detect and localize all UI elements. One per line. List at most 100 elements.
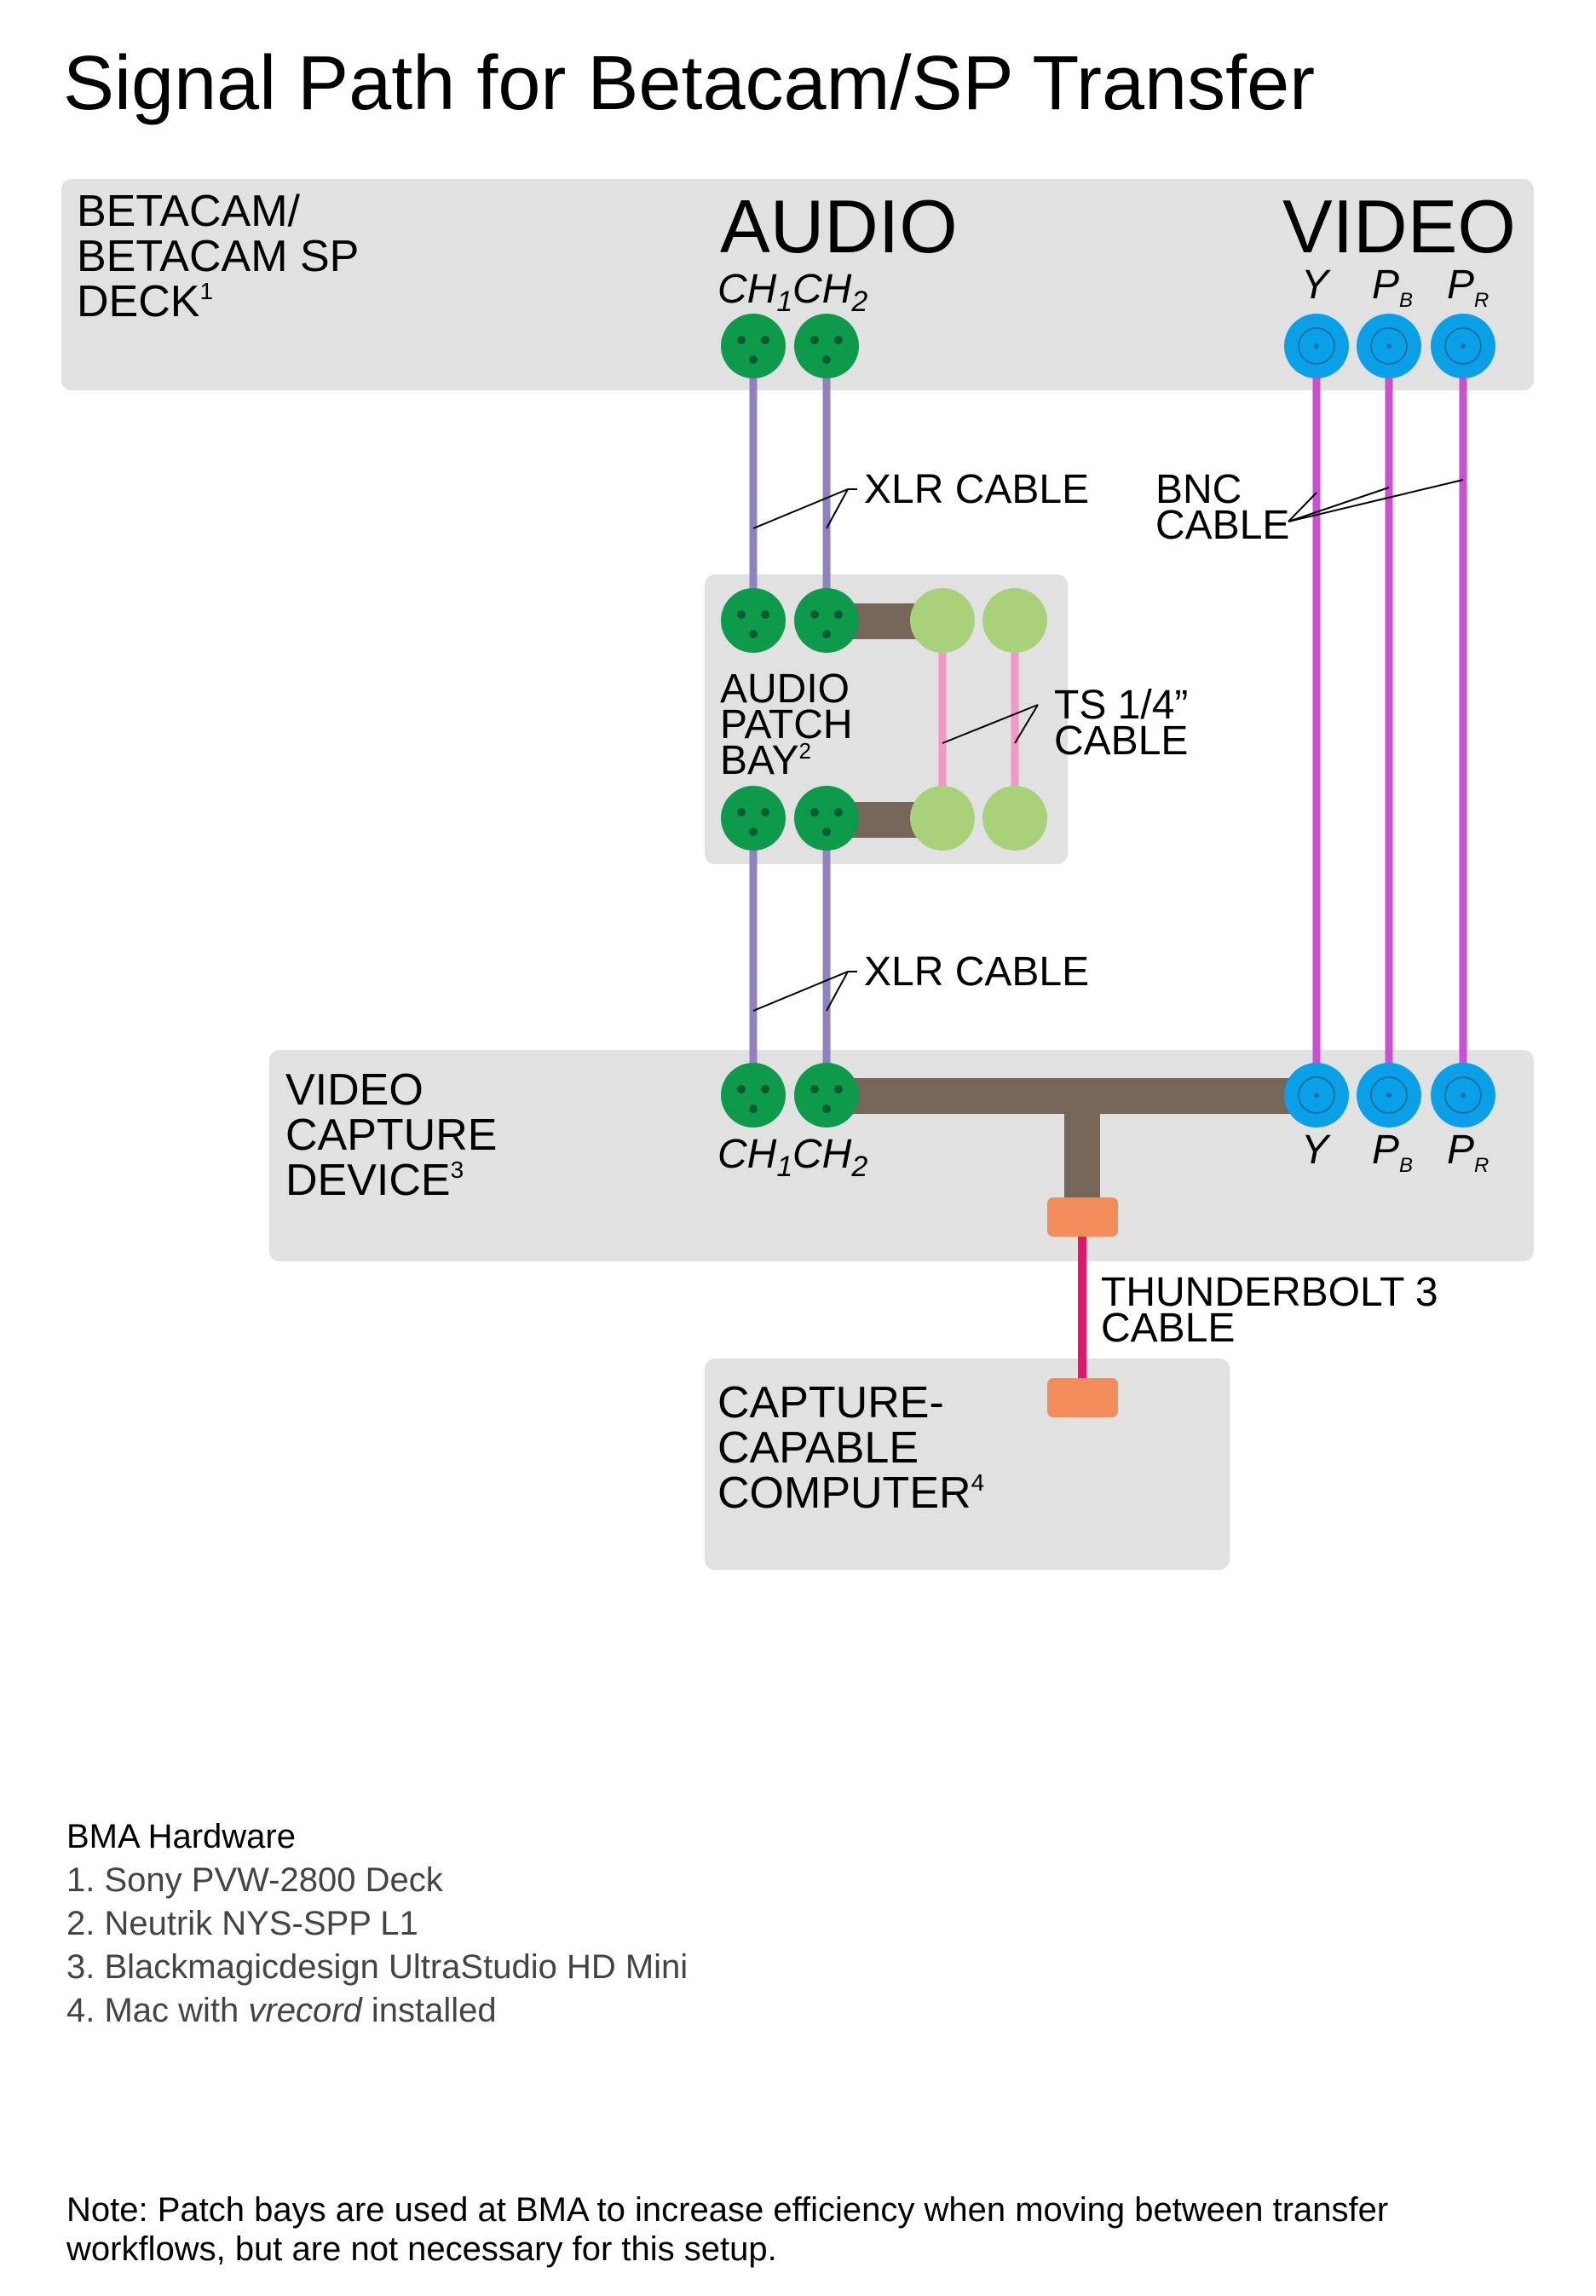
capture-ch1-sub: 1: [776, 1151, 792, 1183]
svg-text:CH1: CH1: [717, 267, 792, 318]
capture-pr-label: P: [1447, 1128, 1474, 1173]
connectors: [721, 314, 1495, 1128]
xlr-cable-label-top: XLR CABLE: [864, 467, 1089, 512]
capture-ch2-sub: 2: [850, 1151, 867, 1183]
svg-text:CH2: CH2: [792, 267, 867, 318]
bnc-connector-icon: [1284, 1063, 1349, 1128]
hardware-item-4-prefix: 4. Mac with: [66, 1992, 249, 2029]
ts-jack-icon: [982, 588, 1047, 653]
capture-pr-sub: R: [1474, 1154, 1489, 1177]
hardware-item-1: 1. Sony PVW-2800 Deck: [66, 1861, 443, 1899]
patch-bay-label-line-2: PATCH: [720, 702, 853, 747]
capture-label-line-1: VIDEO: [285, 1065, 423, 1115]
svg-text:PR: PR: [1447, 1128, 1489, 1177]
bnc-connector-icon: [1284, 314, 1349, 378]
deck-ch2-sub: 2: [850, 286, 867, 318]
capture-audio-channel-labels: CH1 CH2: [717, 1132, 867, 1183]
deck-panel: [61, 179, 1534, 390]
svg-text:PB: PB: [1372, 262, 1413, 312]
xlr-connector-icon: [794, 314, 859, 378]
capture-video-channel-labels: Y PB PR: [1301, 1128, 1489, 1177]
capture-ch1-label: CH: [717, 1132, 777, 1177]
svg-text:CH1: CH1: [717, 1132, 792, 1183]
ts-jack-icon: [910, 786, 975, 851]
bnc-cable-label-2: CABLE: [1155, 503, 1289, 548]
svg-text:BAY2: BAY2: [720, 738, 811, 783]
ts-cable-label-1: TS 1/4”: [1054, 683, 1188, 728]
svg-text:PB: PB: [1372, 1128, 1413, 1177]
xlr-connector-icon: [721, 314, 786, 378]
xlr-top-leader: [752, 488, 857, 529]
hardware-item-2: 2. Neutrik NYS-SPP L1: [66, 1905, 418, 1942]
cable-leader-lines: [752, 479, 1464, 1012]
thunderbolt-label-2: CABLE: [1101, 1306, 1235, 1351]
bnc-leader-3: [1288, 479, 1464, 522]
hardware-item-3: 3. Blackmagicdesign UltraStudio HD Mini: [66, 1948, 689, 1986]
deck-video-channel-labels: Y PB PR: [1301, 262, 1489, 312]
bnc-cable-label-1: BNC: [1155, 467, 1242, 512]
deck-label-line-3: DECK: [77, 277, 200, 326]
capture-internal-stem: [1064, 1078, 1100, 1206]
audio-header: AUDIO: [720, 184, 958, 268]
xlr-top-leader-2: [826, 488, 849, 529]
capture-label-line-2: CAPTURE: [285, 1111, 497, 1160]
bnc-leader-2: [1288, 487, 1390, 522]
computer-label-line-1: CAPTURE-: [717, 1378, 944, 1428]
page-title: Signal Path for Betacam/SP Transfer: [63, 41, 1315, 126]
footer-note: Note: Patch bays are used at BMA to incr…: [66, 2191, 1389, 2268]
bnc-connector-icon: [1431, 314, 1495, 378]
ts-leader-1: [942, 704, 1039, 744]
deck-y-label: Y: [1301, 262, 1331, 308]
thunderbolt-port-icon: [1047, 1378, 1118, 1417]
deck-ch1-label: CH: [717, 267, 777, 312]
xlr-connector-icon: [721, 786, 786, 851]
patch-bay-label-line-3: BAY: [720, 738, 798, 783]
capture-y-label: Y: [1301, 1128, 1331, 1173]
capture-pb-sub: B: [1399, 1154, 1413, 1177]
capture-footnote: 3: [451, 1157, 464, 1183]
xlr-bottom-leader: [752, 971, 857, 1012]
svg-text:DEVICE3: DEVICE3: [285, 1156, 464, 1205]
bnc-leader-1: [1288, 492, 1317, 522]
deck-pr-label: P: [1447, 262, 1474, 308]
capture-label-line-3: DEVICE: [285, 1156, 451, 1205]
deck-audio-channel-labels: CH1 CH2: [717, 267, 867, 318]
hardware-item-4-software: vrecord: [248, 1992, 362, 2029]
deck-label-line-2: BETACAM SP: [77, 232, 359, 281]
svg-text:COMPUTER4: COMPUTER4: [717, 1468, 984, 1518]
bnc-connector-icon: [1357, 314, 1421, 378]
computer-label-line-3: COMPUTER: [717, 1468, 971, 1518]
hardware-item-4: 4. Mac with vrecord installed: [66, 1989, 688, 2033]
svg-text:CH2: CH2: [792, 1132, 867, 1183]
xlr-connector-icon: [721, 1063, 786, 1128]
patch-bay-panel: [705, 574, 1068, 864]
deck-ch1-sub: 1: [776, 286, 792, 318]
xlr-connector-icon: [721, 588, 786, 653]
deck-footnote: 1: [199, 278, 213, 304]
deck-pr-sub: R: [1474, 289, 1489, 312]
patch-bay-label-line-1: AUDIO: [720, 666, 850, 712]
hardware-list: BMA Hardware 1. Sony PVW-2800 Deck 2. Ne…: [66, 1815, 688, 2033]
hardware-item-4-suffix: installed: [361, 1992, 497, 2029]
xlr-cable-label-bottom: XLR CABLE: [864, 949, 1089, 995]
deck-label: BETACAM/ BETACAM SP DECK1: [77, 187, 359, 326]
patch-bay-footnote: 2: [798, 738, 810, 764]
ts-cable-label-2: CABLE: [1054, 718, 1188, 764]
hardware-heading: BMA Hardware: [66, 1818, 296, 1855]
ts-jack-icon: [910, 588, 975, 653]
xlr-connector-icon: [794, 588, 859, 653]
capture-ch2-label: CH: [792, 1132, 852, 1177]
computer-label: CAPTURE- CAPABLE COMPUTER4: [717, 1378, 984, 1518]
xlr-connector-icon: [794, 1063, 859, 1128]
capture-device-label: VIDEO CAPTURE DEVICE3: [285, 1065, 497, 1205]
deck-label-line-1: BETACAM/: [77, 187, 301, 236]
deck-pb-label: P: [1372, 262, 1399, 308]
capture-pb-label: P: [1372, 1128, 1399, 1173]
thunderbolt-port-icon: [1047, 1197, 1118, 1237]
ts-leader-2: [1014, 704, 1039, 744]
patch-bay-label: AUDIO PATCH BAY2: [720, 666, 853, 783]
bnc-connector-icon: [1357, 1063, 1421, 1128]
bnc-connector-icon: [1431, 1063, 1495, 1128]
xlr-connector-icon: [794, 786, 859, 851]
